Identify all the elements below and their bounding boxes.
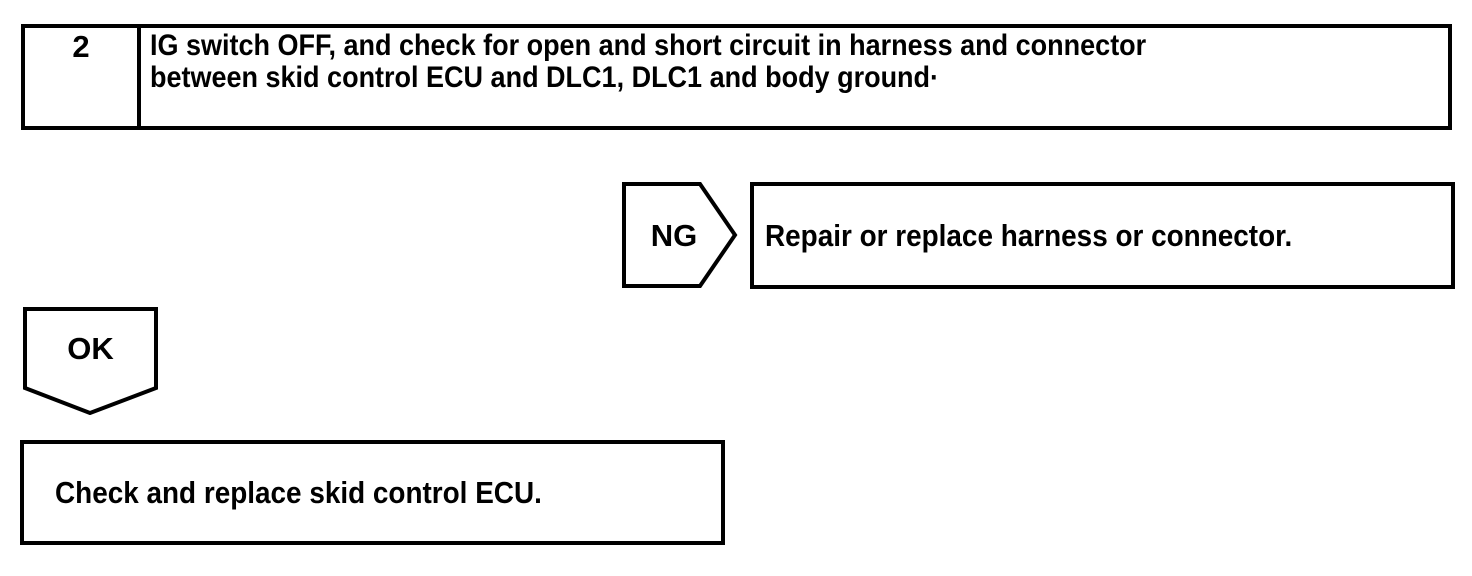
step-box: 2 IG switch OFF, and check for open and … <box>21 24 1452 130</box>
ng-pentagon-icon <box>622 182 738 288</box>
ok-pentagon-icon <box>23 307 158 415</box>
ok-action-text: Check and replace skid control ECU. <box>55 474 542 510</box>
ok-action-box: Check and replace skid control ECU. <box>20 440 725 545</box>
ng-action-text: Repair or replace harness or connector. <box>765 217 1293 253</box>
step-instruction: IG switch OFF, and check for open and sh… <box>141 28 1448 126</box>
step-number-cell: 2 <box>25 28 141 126</box>
step-number: 2 <box>72 29 90 64</box>
step-instruction-line-2: between skid control ECU and DLC1, DLC1 … <box>150 61 940 94</box>
ng-action-box: Repair or replace harness or connector. <box>750 182 1455 289</box>
ng-connector-label: NG <box>650 217 698 253</box>
ok-connector-label: OK <box>67 330 114 366</box>
step-instruction-line-1: IG switch OFF, and check for open and sh… <box>150 29 1147 62</box>
ok-pentagon-outline <box>23 307 158 415</box>
ng-pentagon-outline <box>622 182 738 288</box>
